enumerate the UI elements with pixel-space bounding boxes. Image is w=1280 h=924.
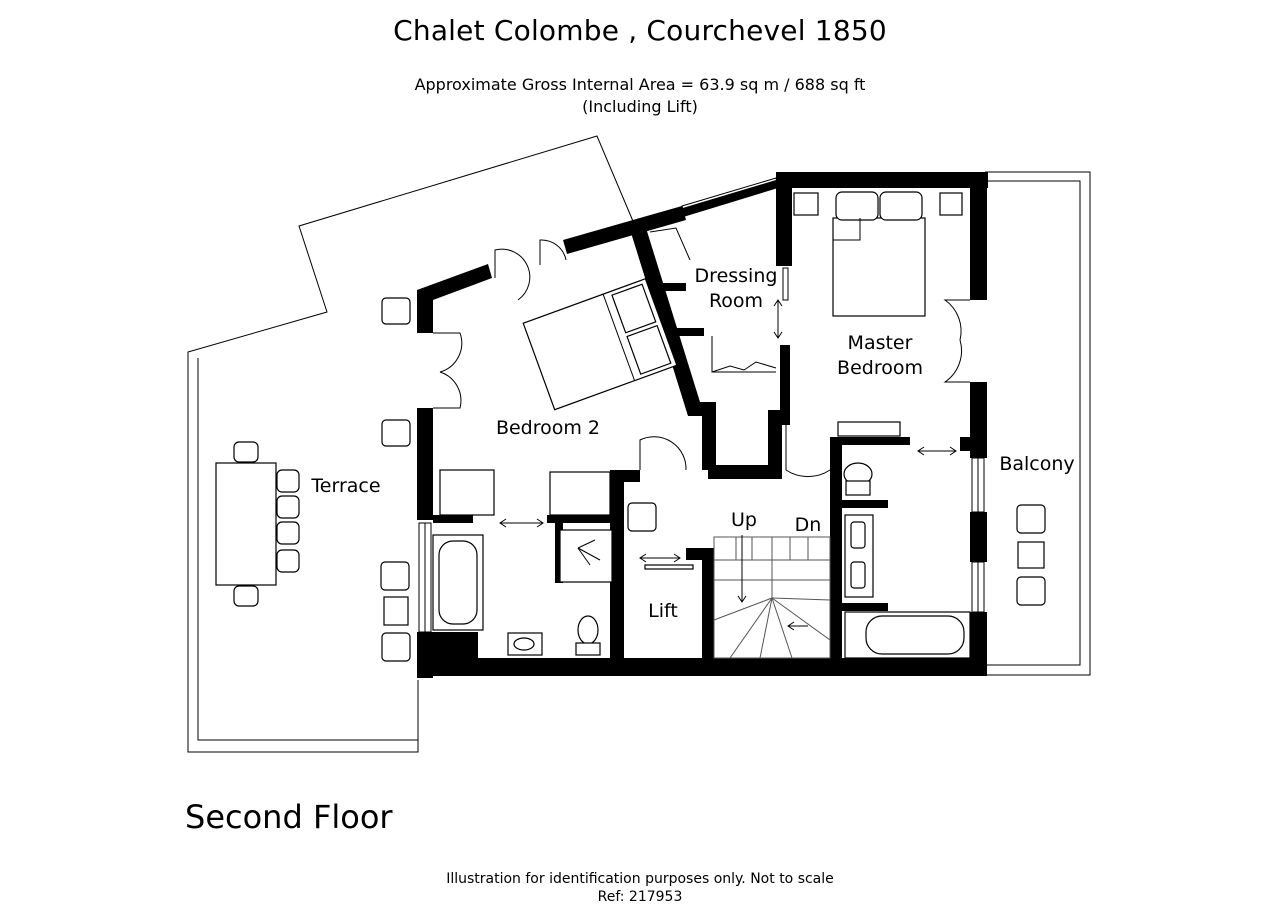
bedroom2-bathroom-fixtures: [432, 529, 613, 656]
terrace-outline: [187, 135, 636, 753]
plan-title: Chalet Colombe , Courchevel 1850: [393, 14, 887, 47]
landing-chair: [627, 502, 657, 532]
staircase: [713, 535, 831, 659]
label-terrace: Terrace: [310, 475, 380, 497]
windows: [418, 177, 985, 633]
floor-label: Second Floor: [185, 798, 393, 836]
master-dresser: [837, 421, 901, 437]
reference-number: Ref: 217953: [597, 889, 683, 905]
bedroom2-bed: [522, 278, 678, 411]
label-master-line2: Bedroom: [837, 357, 923, 379]
dressing-furniture: [711, 336, 777, 373]
balcony-chairs: [1016, 504, 1046, 606]
label-balcony: Balcony: [999, 453, 1074, 475]
master-bathroom-fixtures: [843, 462, 971, 659]
area-note: (Including Lift): [582, 97, 698, 116]
sliding-door-arrows: [499, 267, 957, 563]
balcony-outline: [985, 171, 1091, 676]
label-dressing-line1: Dressing: [695, 265, 778, 287]
label-dressing-line2: Room: [709, 290, 763, 312]
master-bed: [793, 191, 963, 317]
wardrobe-b2-a: [439, 469, 495, 516]
label-master-line1: Master: [848, 332, 913, 354]
doors: [433, 227, 970, 478]
lift-door-bar: [644, 564, 694, 570]
wardrobe-b2-b: [549, 471, 611, 516]
gross-area-text: Approximate Gross Internal Area = 63.9 s…: [414, 75, 866, 94]
label-bedroom2: Bedroom 2: [496, 417, 600, 439]
label-lift: Lift: [648, 600, 678, 622]
label-stairs-up: Up: [731, 509, 757, 531]
terrace-chairs: [380, 297, 411, 662]
terrace-dining-set: [215, 441, 300, 607]
label-stairs-dn: Dn: [795, 514, 822, 536]
disclaimer-text: Illustration for identification purposes…: [446, 871, 834, 887]
